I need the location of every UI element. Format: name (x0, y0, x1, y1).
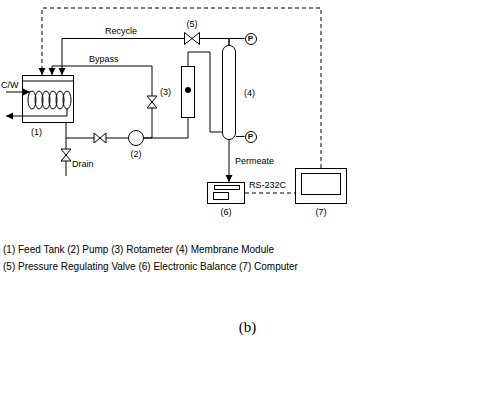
pipe-line (200, 39, 229, 46)
coolant-label: C/W (1, 80, 19, 91)
callout-number: (6) (221, 207, 232, 218)
pressure-gauge: P (245, 33, 257, 45)
balance-display (213, 192, 229, 200)
tank-lid (22, 81, 74, 82)
electronic-balance: (6) (207, 182, 245, 204)
callout-number: (7) (316, 207, 327, 218)
pipe-line (62, 39, 184, 76)
callout-number: P (248, 34, 253, 43)
computer: (7) (295, 168, 347, 204)
line-label: RS-232C (248, 180, 287, 191)
pipe-line (52, 66, 152, 138)
balance-plate (214, 185, 240, 190)
figure-tag: (b) (239, 318, 257, 336)
pipe-line (236, 136, 245, 137)
legend-line: (5) Pressure Regulating Valve (6) Electr… (3, 261, 298, 273)
valve-outline (185, 33, 200, 45)
membrane-module: (4) (222, 45, 236, 140)
callout-number: (2) (131, 149, 142, 160)
pump: (2) (128, 130, 144, 146)
pipe-line (144, 118, 188, 138)
rotameter: (3) (181, 66, 195, 118)
pressure-gauge: P (245, 131, 257, 143)
callout-number: P (248, 132, 253, 141)
callout-number: (3) (160, 87, 171, 98)
feed-tank: (1) (22, 75, 74, 123)
callout-number: (1) (31, 127, 42, 138)
pipe-line (42, 8, 321, 168)
rotameter-float (185, 87, 191, 93)
valve-symbol (184, 32, 200, 45)
drain-line (61, 138, 71, 176)
callout-number: (5) (187, 19, 198, 30)
monitor-screen (301, 173, 341, 195)
pipe-line (245, 193, 295, 194)
bypass-valve (147, 96, 157, 108)
line-label: Bypass (88, 54, 120, 65)
feed-valve (94, 133, 106, 143)
line-label: Recycle (104, 26, 138, 37)
drain-label: Drain (72, 158, 94, 170)
line-label: Permeate (234, 156, 275, 167)
callout-number: (4) (244, 88, 255, 99)
pressure-regulating-valve: (5) (184, 32, 200, 45)
legend-line: (1) Feed Tank (2) Pump (3) Rotameter (4)… (3, 244, 274, 256)
pipe-line (229, 140, 230, 182)
pipe-line (229, 39, 245, 46)
cooling-coil (6, 91, 71, 116)
